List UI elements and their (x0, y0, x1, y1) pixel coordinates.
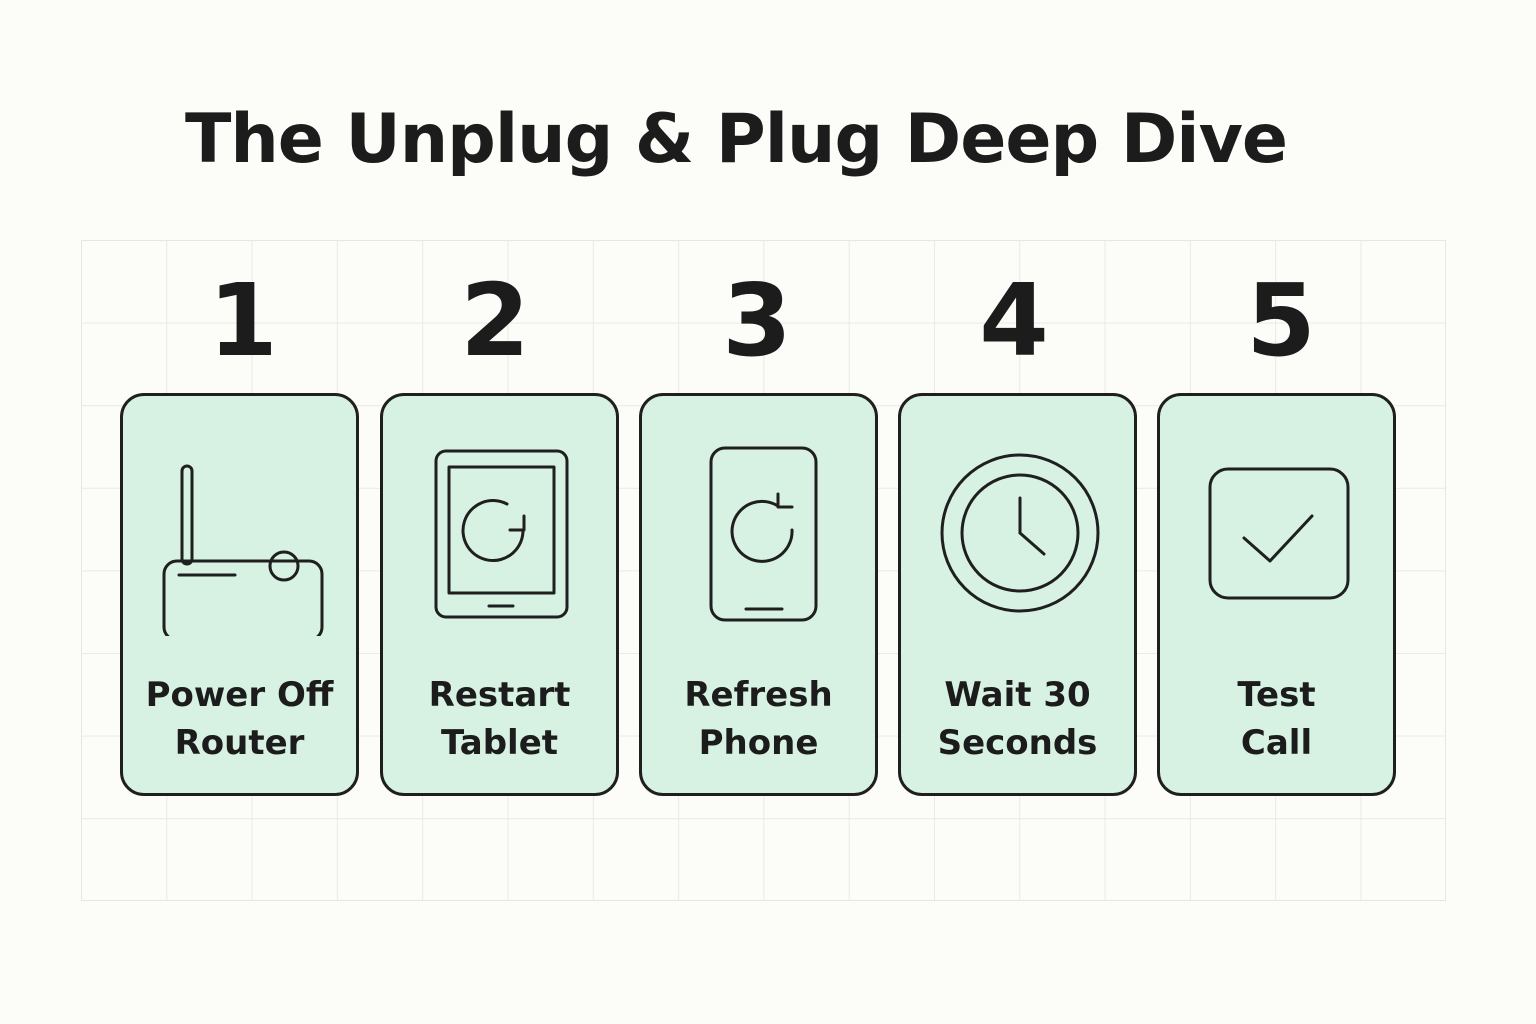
step-2-number: 2 (460, 262, 530, 379)
step-1-card: Power Off Router (120, 393, 359, 796)
step-4-label: Wait 30 Seconds (937, 675, 1098, 763)
step-3-label: Refresh Phone (684, 675, 833, 763)
phone-refresh-icon (642, 436, 875, 636)
step-3-number: 3 (722, 262, 792, 379)
step-5-number: 5 (1246, 262, 1316, 379)
step-5-card: Test Call (1157, 393, 1396, 796)
step-2-label: Restart Tablet (428, 675, 571, 763)
diagram-title: The Unplug & Plug Deep Dive (184, 100, 1288, 179)
step-2-card: Restart Tablet (380, 393, 619, 796)
router-icon (123, 436, 356, 636)
step-3-card: Refresh Phone (639, 393, 878, 796)
step-5-label: Test Call (1237, 675, 1316, 763)
step-4-number: 4 (979, 262, 1049, 379)
step-1-label: Power Off Router (145, 675, 334, 763)
clock-icon (901, 436, 1134, 636)
tablet-refresh-icon (383, 436, 616, 636)
checkbox-check-icon (1160, 436, 1393, 636)
step-4-card: Wait 30 Seconds (898, 393, 1137, 796)
step-1-number: 1 (208, 262, 278, 379)
